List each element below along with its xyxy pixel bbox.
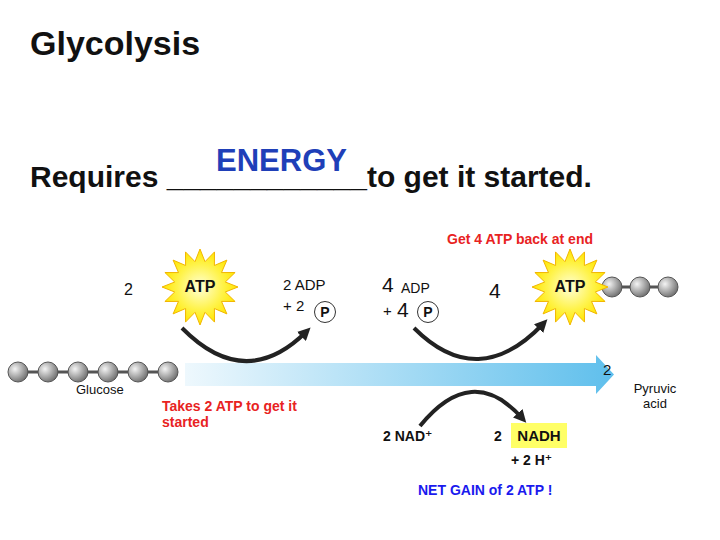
note-text: Get 4 ATP back at end: [447, 231, 593, 247]
molecule-name: Glucose: [76, 383, 124, 398]
coefficient: 4: [489, 279, 501, 303]
coefficient: 2: [603, 361, 611, 378]
coefficient: 2: [494, 428, 502, 444]
node-text: P: [320, 305, 329, 319]
reactant-text: + 2: [283, 297, 304, 314]
node-text: ATP: [185, 279, 216, 295]
phosphate-circle: P: [314, 301, 336, 323]
node-text: P: [423, 305, 432, 319]
phosphate-circle: P: [417, 301, 439, 323]
atp-make-arrow: [414, 324, 543, 359]
atp-use-arrow: [182, 328, 306, 361]
coefficient: 4: [382, 273, 394, 297]
answer-word: ENERGY: [216, 143, 347, 179]
product-text: + 2 H⁺: [511, 452, 552, 468]
reactant-text: ADP: [401, 280, 430, 296]
reactant-text: 2 ADP: [283, 276, 326, 293]
coefficient: 4: [397, 298, 409, 322]
glucose-molecule: [8, 362, 178, 382]
starburst-shape: [162, 249, 238, 325]
nad-reduction-arrow: [420, 392, 522, 426]
coefficient: 2: [124, 281, 133, 299]
reactant-text: 2 NAD⁺: [383, 428, 432, 444]
reactant-text: +: [383, 302, 392, 319]
summary-text: NET GAIN of 2 ATP !: [418, 482, 552, 498]
nadh-box: NADH: [511, 423, 567, 448]
molecule-name: Pyruvic acid: [624, 382, 686, 412]
pyruvate-molecule: [602, 277, 678, 297]
note-text: Takes 2 ATP to get it started: [162, 398, 302, 430]
node-text: ATP: [555, 279, 586, 295]
starburst-shape: [532, 249, 608, 325]
atp-starburst: ATP: [530, 248, 610, 326]
slide-title: Glycolysis: [30, 26, 200, 60]
node-text: NADH: [517, 428, 560, 443]
atp-starburst: ATP: [160, 248, 240, 326]
